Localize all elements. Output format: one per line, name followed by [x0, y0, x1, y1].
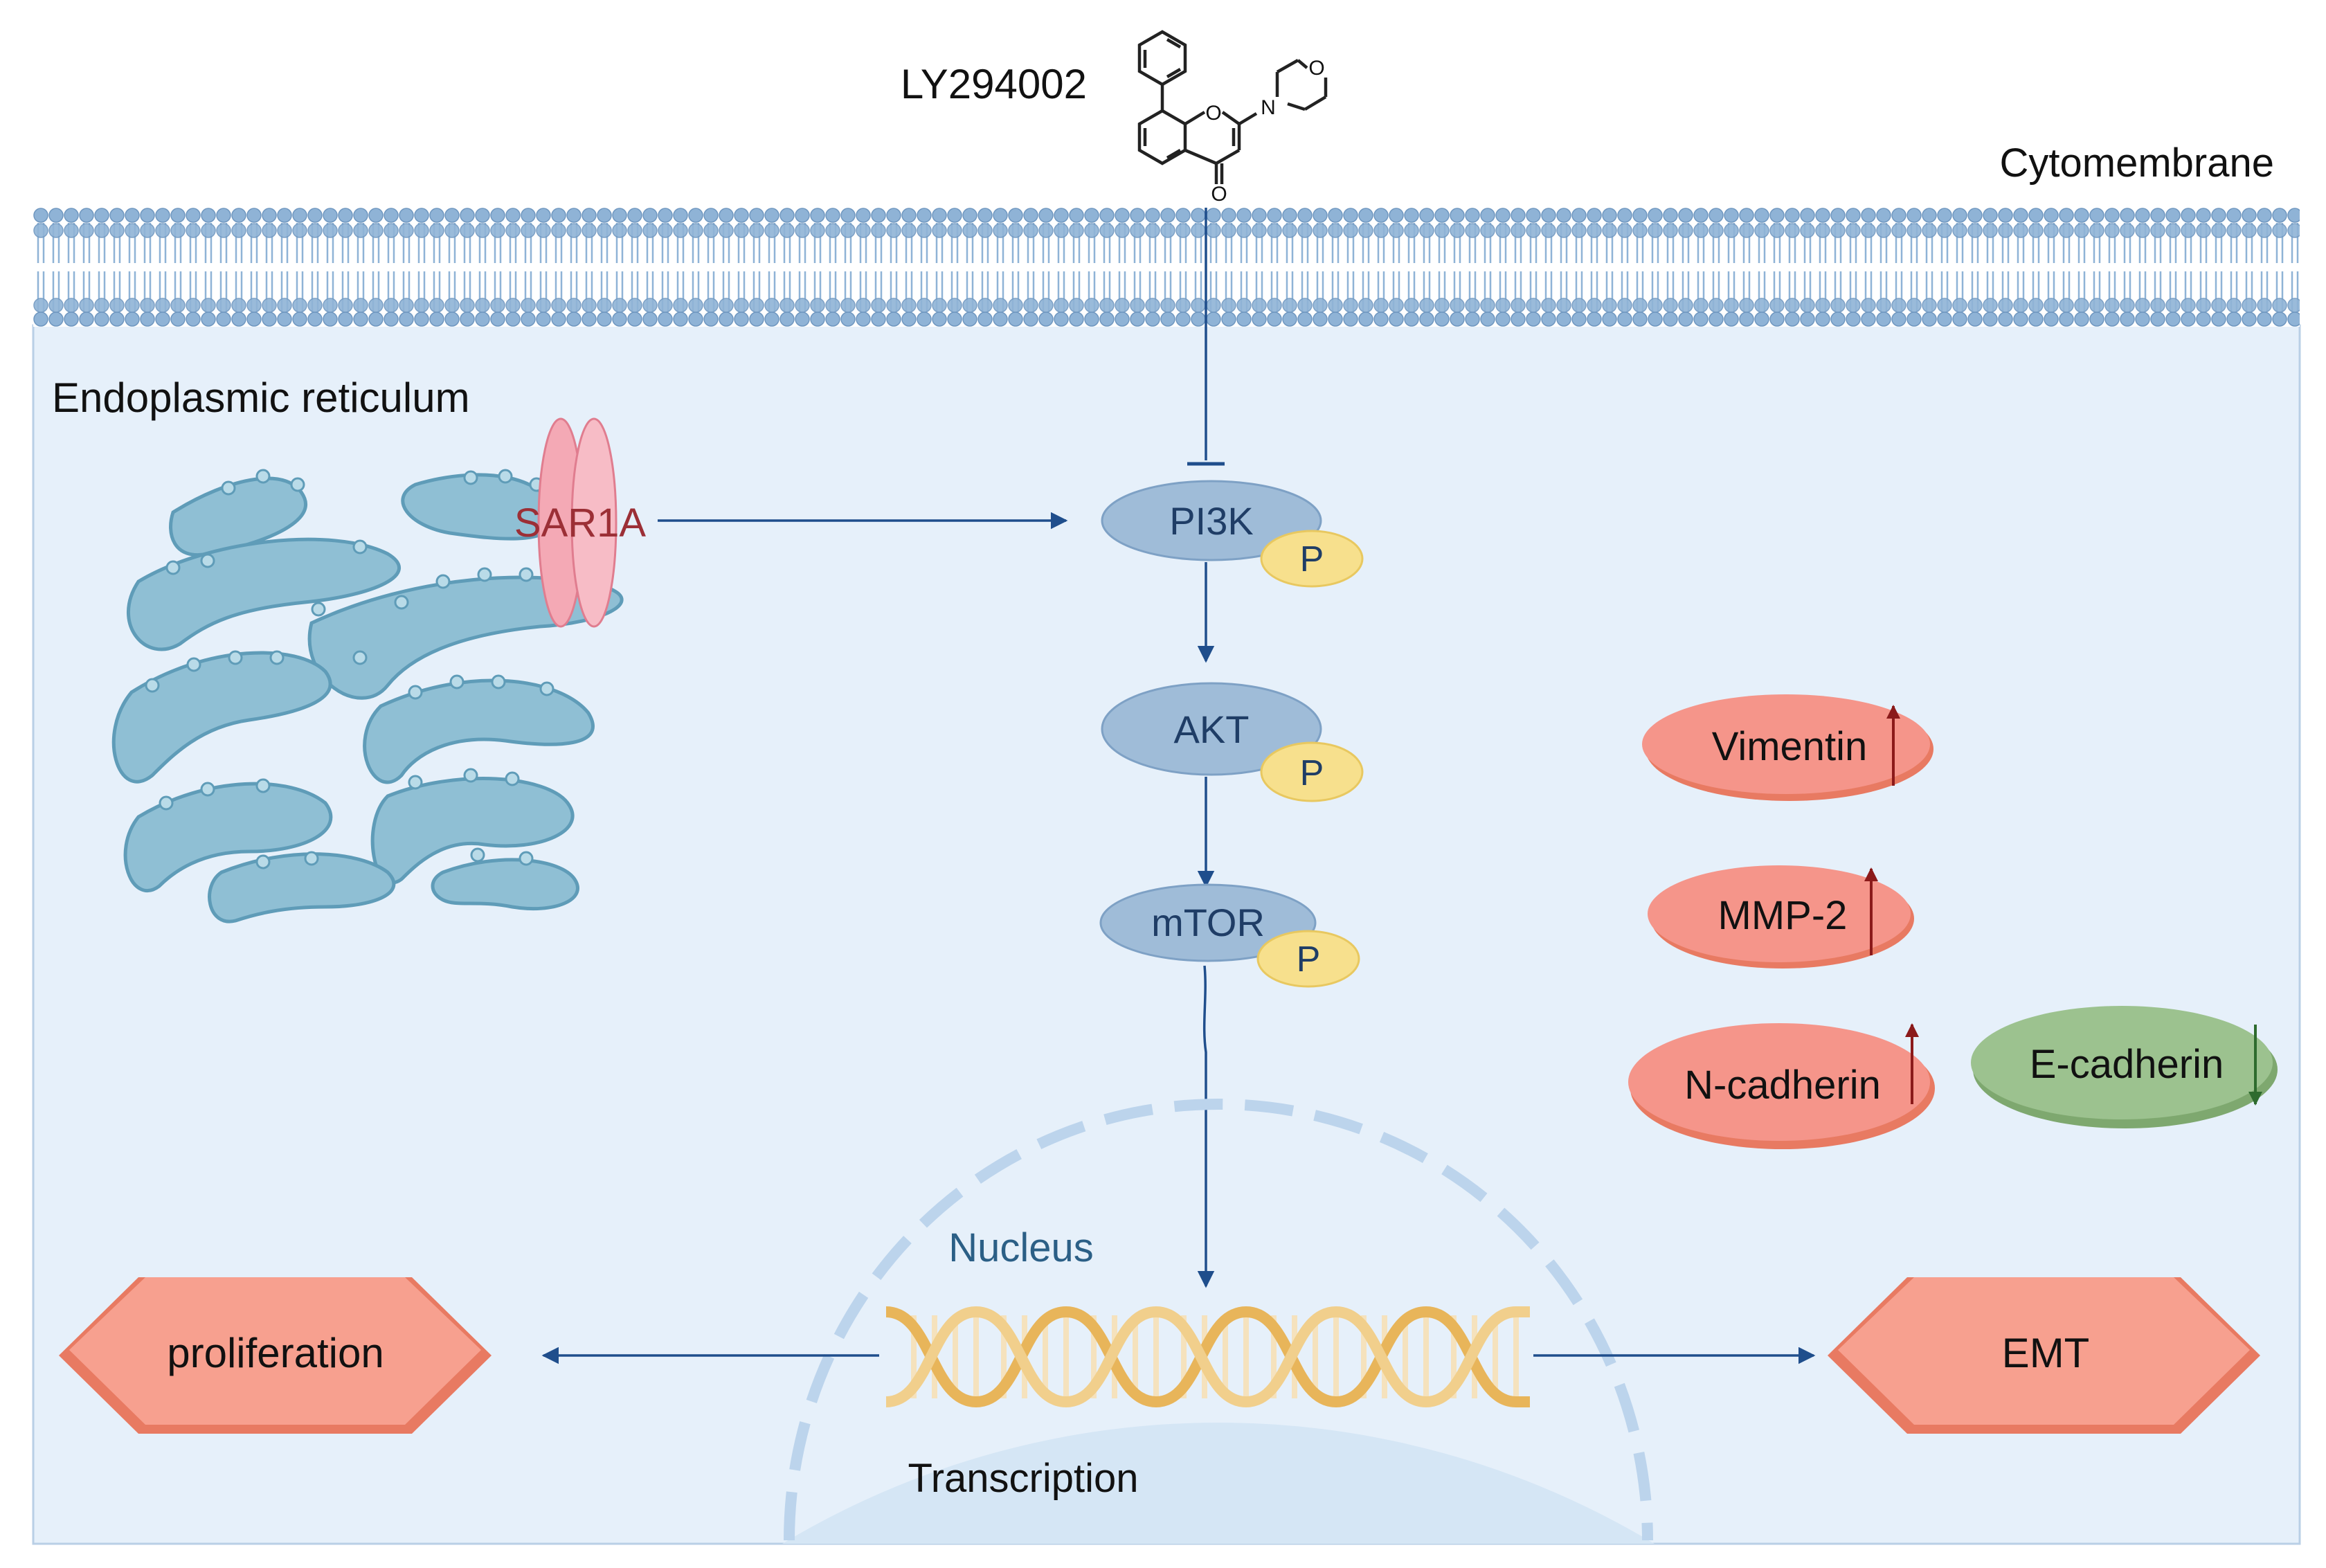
compound-oxygen-carbonyl: O	[1211, 183, 1227, 206]
proliferation-box	[69, 1277, 481, 1425]
akt-node	[1101, 682, 1322, 776]
compound-oxygen-morpholine: O	[1308, 57, 1324, 80]
mtor-node	[1099, 883, 1317, 962]
proliferation-label: proliferation	[167, 1330, 384, 1376]
nucleus-label: Nucleus	[948, 1225, 1094, 1270]
akt-phospho-label: P	[1300, 753, 1324, 793]
compound-nitrogen: N	[1261, 96, 1276, 119]
dna-helix	[885, 1306, 1530, 1408]
ncadherin-marker	[1628, 1023, 1930, 1141]
nucleus	[782, 1422, 1655, 1544]
pi3k-phospho-label: P	[1300, 539, 1324, 579]
mmp2-label: MMP-2	[1718, 893, 1848, 938]
er-label: Endoplasmic reticulum	[52, 375, 470, 421]
compound-structure	[1137, 30, 1328, 184]
pi3k-phospho	[1260, 530, 1364, 588]
pi3k-node	[1101, 480, 1322, 561]
pi3k-label: PI3K	[1169, 499, 1253, 543]
compound-oxygen-ring: O	[1205, 102, 1221, 125]
compound-name: LY294002	[901, 61, 1087, 107]
vimentin-label: Vimentin	[1712, 724, 1868, 769]
mmp2-marker	[1648, 865, 1911, 962]
ecadherin-marker	[1971, 1006, 2273, 1119]
mtor-to-nucleus-arrow	[1197, 965, 1215, 1288]
endoplasmic-reticulum	[111, 473, 624, 923]
sar1a-protein	[537, 417, 617, 628]
mtor-phospho	[1256, 930, 1360, 988]
akt-phospho	[1260, 741, 1364, 802]
ncadherin-label: N-cadherin	[1684, 1063, 1881, 1108]
cell-membrane	[33, 208, 2300, 327]
mtor-label: mTOR	[1151, 901, 1265, 944]
membrane-label: Cytomembrane	[2000, 141, 2274, 186]
mtor-phospho-label: P	[1297, 939, 1321, 980]
nuclear-envelope	[784, 1099, 1653, 1541]
transcription-label: Transcription	[908, 1456, 1138, 1501]
ecadherin-label: E-cadherin	[2030, 1042, 2224, 1087]
akt-label: AKT	[1174, 708, 1250, 751]
vimentin-marker	[1642, 694, 1930, 794]
ribosome-dots	[145, 469, 555, 869]
emt-box	[1838, 1277, 2250, 1425]
emt-label: EMT	[2002, 1330, 2090, 1376]
sar1a-label: SAR1A	[514, 501, 647, 546]
